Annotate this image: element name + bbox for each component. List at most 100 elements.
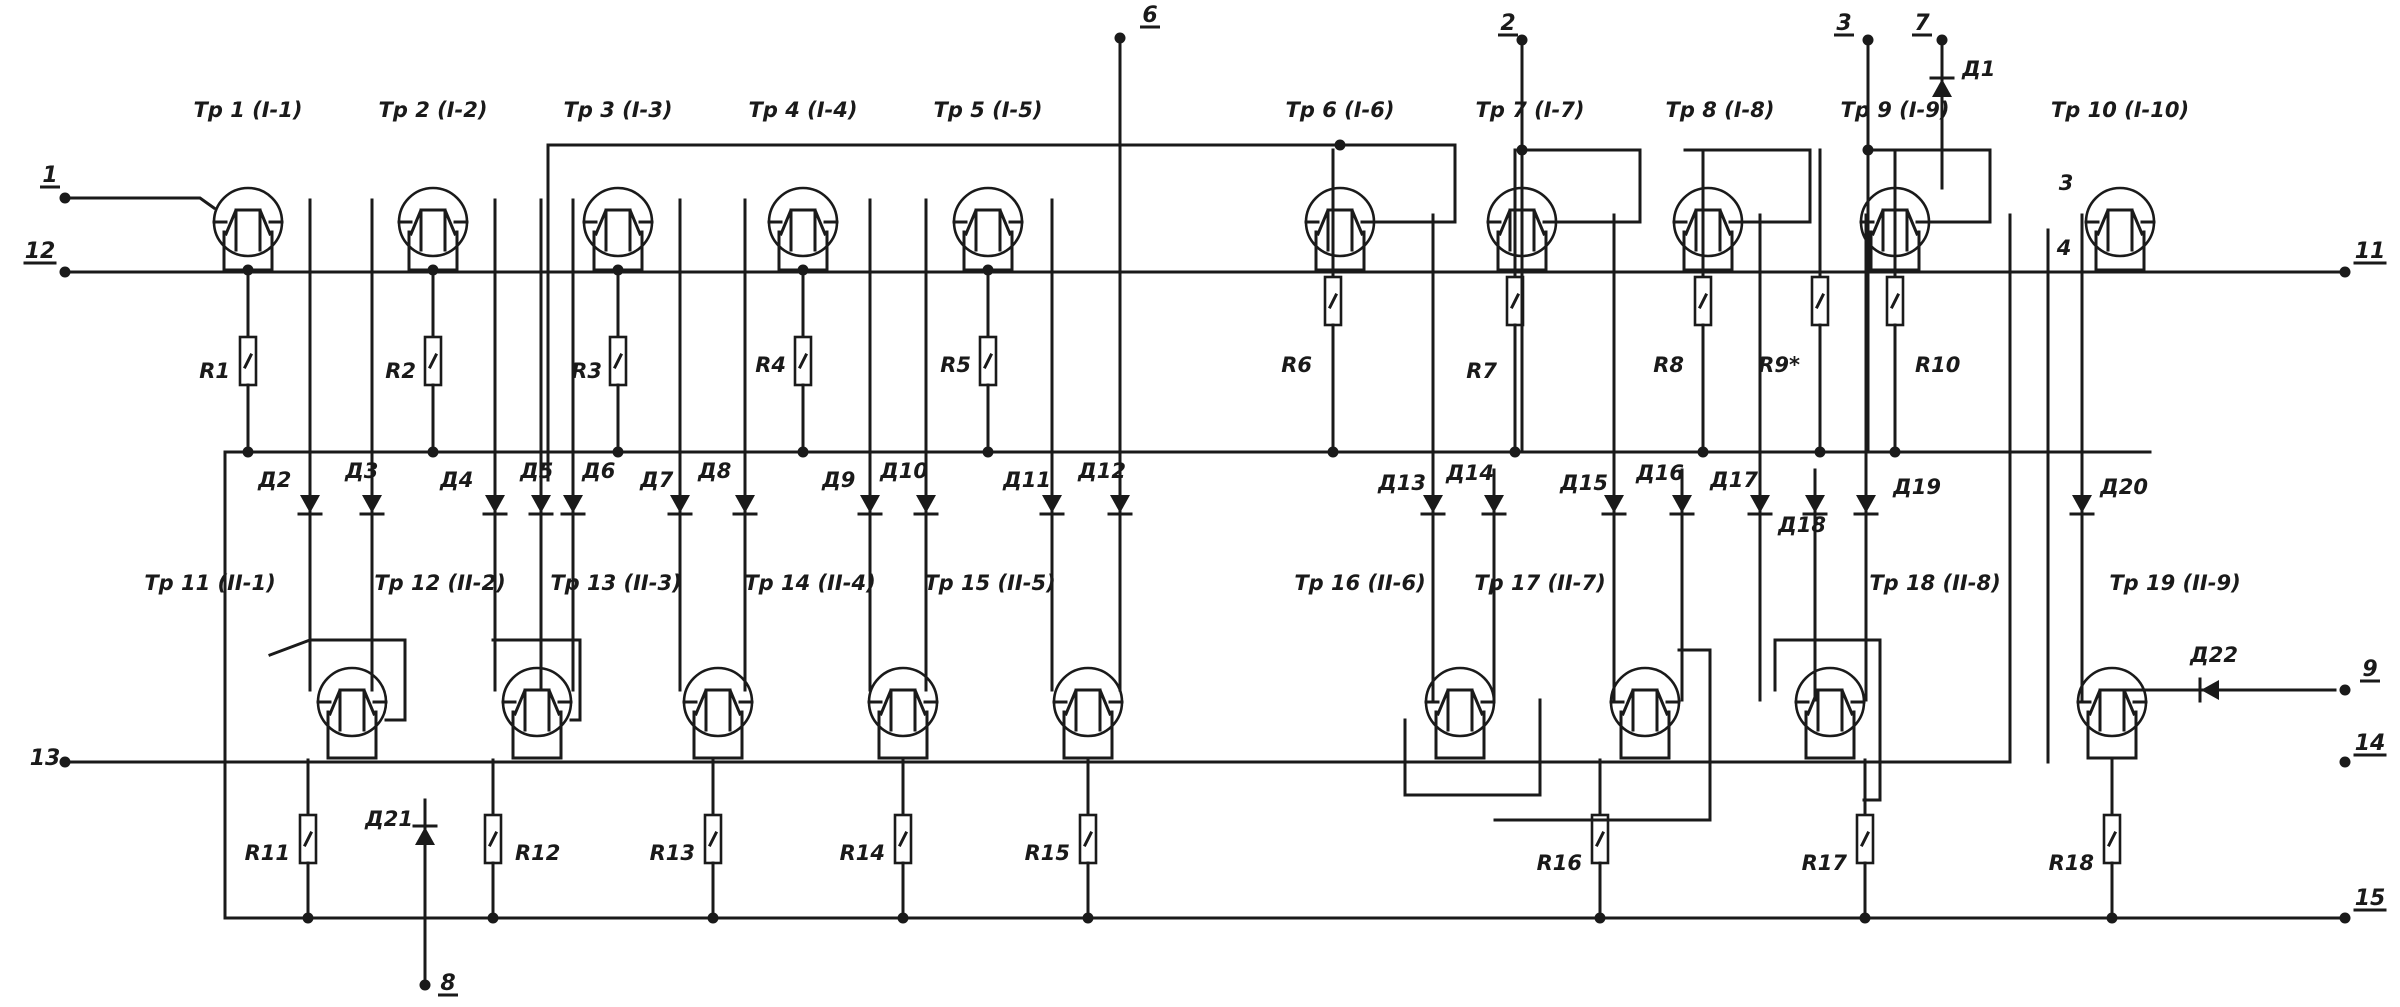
junction-dot [1889,446,1901,458]
transistor-inner [1316,208,1364,236]
transistor-top-8: Тр 8 (I-8) [1666,98,1774,258]
diode-D1: Д1 [1929,57,1995,97]
resistor-R3: R3 [571,268,628,454]
diode-D7: Д7 [639,468,693,516]
terminal-dot [59,266,71,278]
terminal-dot [2339,266,2351,278]
terminal-label: 3 [1836,11,1851,36]
diode-label: Д11 [1002,468,1051,492]
wire-top-loop [546,143,1457,482]
diode-label: Д16 [1635,461,1684,485]
transistor-inner [224,208,272,236]
resistor-label: R3 [571,359,602,383]
diode-D16: Д16 [1635,461,1695,516]
diode-D14: Д14 [1445,461,1507,516]
junction-dot [1327,446,1339,458]
diode-D22: Д22 [2189,643,2238,703]
resistor-label: R4 [755,353,786,377]
resistor-R5: R5 [940,268,998,454]
diode-label: Д8 [697,459,731,483]
junction-dot [797,446,809,458]
junction-dot [1516,144,1528,156]
transistor-bottom-4: Тр 14 (II-4) [744,571,939,738]
transistor-label: Тр 18 (II-8) [1869,571,2000,595]
resistor-R2: R2 [385,268,443,454]
terminal-15: 15 [2339,886,2387,924]
diode-label: Д9 [821,468,855,492]
wire-loop-tr11 [268,638,407,722]
transistor-inner [1806,688,1854,716]
terminal-dot [1114,32,1126,44]
terminal-label: 11 [2355,239,2386,264]
junction-dot [1862,144,1874,156]
resistor-mark [242,352,254,370]
diode-D21: Д21 [364,807,438,845]
transistor-label: Тр 9 (I-9) [1841,98,1950,122]
junction-dot [427,446,439,458]
resistor-mark [1594,830,1606,848]
transistor-label: Тр 1 (I-1) [194,98,303,122]
junction-dot [1082,912,1094,924]
resistor-label: R14 [840,841,885,865]
resistor-label: R10 [1915,353,1960,377]
terminal-dot [2339,756,2351,768]
transistor-inner [594,208,642,236]
resistor-R11: R11 [245,758,318,920]
resistor-R6: R6 [1281,148,1343,454]
resistor-mark [612,352,624,370]
transistor-inner [2088,688,2136,716]
transistor-top-10: Тр 10 (I-10) [2051,98,2189,258]
diode-label: Д15 [1559,471,1608,495]
wire-loop-tr12 [491,638,582,722]
diode-label: Д21 [364,807,413,831]
transistor-top-4: Тр 4 (I-4) [749,98,858,258]
resistor-R13: R13 [650,758,723,920]
resistor-R17: R17 [1802,758,1875,920]
transistor-bottom-8: Тр 18 (II-8) [1794,571,2001,738]
transistor-inner [328,688,376,716]
emitter-loop [326,710,378,760]
terminal-label: 12 [25,239,56,264]
junction-dot [982,446,994,458]
terminal-7: 7 [1912,11,1948,46]
transistor-inner [964,208,1012,236]
terminal-dot [419,979,431,991]
diode-D11: Д11 [1002,468,1065,516]
junction-dot [487,912,499,924]
resistor-mark [982,352,994,370]
diode-label: Д1 [1961,57,1995,81]
terminal-dot [59,192,71,204]
diode-label: Д19 [1892,475,1941,499]
transistor-inner [779,208,827,236]
resistor-mark [487,830,499,848]
transistor-label: Тр 7 (I-7) [1476,98,1585,122]
diode-label: Д7 [639,468,674,492]
diode-D20: Д20 [2069,475,2148,516]
resistor-mark [1327,292,1339,310]
transistor-label: Тр 3 (I-3) [564,98,673,122]
junction-dot [302,912,314,924]
transistor-label: Тр 4 (I-4) [749,98,858,122]
resistor-label: R12 [515,841,560,865]
transistor-inner [1621,688,1669,716]
diode-label: Д4 [439,468,473,492]
terminal-label: 8 [440,971,455,996]
diode-label: Д20 [2099,475,2148,499]
transistor-top-6: Тр 6 (I-6) [1286,98,1394,258]
resistor-R12: R12 [483,758,560,920]
transistor-label: Тр 19 (II-9) [2109,571,2240,595]
terminal-dot [1516,34,1528,46]
resistor-mark [1509,292,1521,310]
resistor-label: R7 [1466,359,1497,383]
emitter-loop [511,710,563,760]
transistor-label: Тр 10 (I-10) [2051,98,2189,122]
transistor-label: Тр 16 (II-6) [1294,571,1425,595]
wire-loop-tr16 [1403,698,1542,797]
emitter-loop [1619,710,1671,760]
terminal-3: 3 [1834,11,1874,46]
transistor-inner [879,688,927,716]
junction-dot [897,912,909,924]
pin-mark: 3 [2059,171,2074,195]
transistor-top-5: Тр 5 (I-5) [934,98,1042,258]
junction-dot [1334,139,1346,151]
